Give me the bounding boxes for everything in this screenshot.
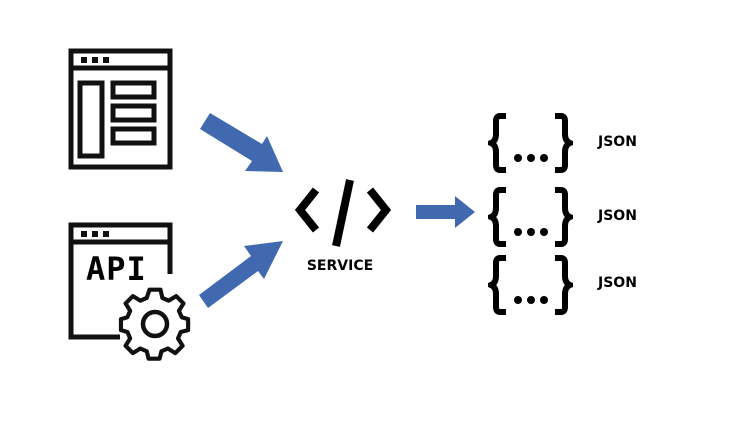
api-text: API [86,250,147,288]
json-label-1: JSON [598,134,637,150]
arrow-webpage-to-service [200,113,283,172]
api-gear-icon: API [68,222,193,362]
json-label-3: JSON [598,275,637,291]
json-braces-icon [482,187,579,247]
json-label-2: JSON [598,208,637,224]
arrow-service-to-json [416,196,475,228]
service-label: SERVICE [306,258,374,274]
json-output-1 [482,112,579,179]
code-icon [294,179,392,247]
json-braces-icon [482,113,579,173]
json-braces-icon [482,255,579,315]
gear-icon [118,287,191,361]
json-output-2 [482,186,579,253]
json-output-3 [482,254,579,321]
arrow-api-to-service [199,241,283,308]
browser-layout-icon [68,48,173,170]
